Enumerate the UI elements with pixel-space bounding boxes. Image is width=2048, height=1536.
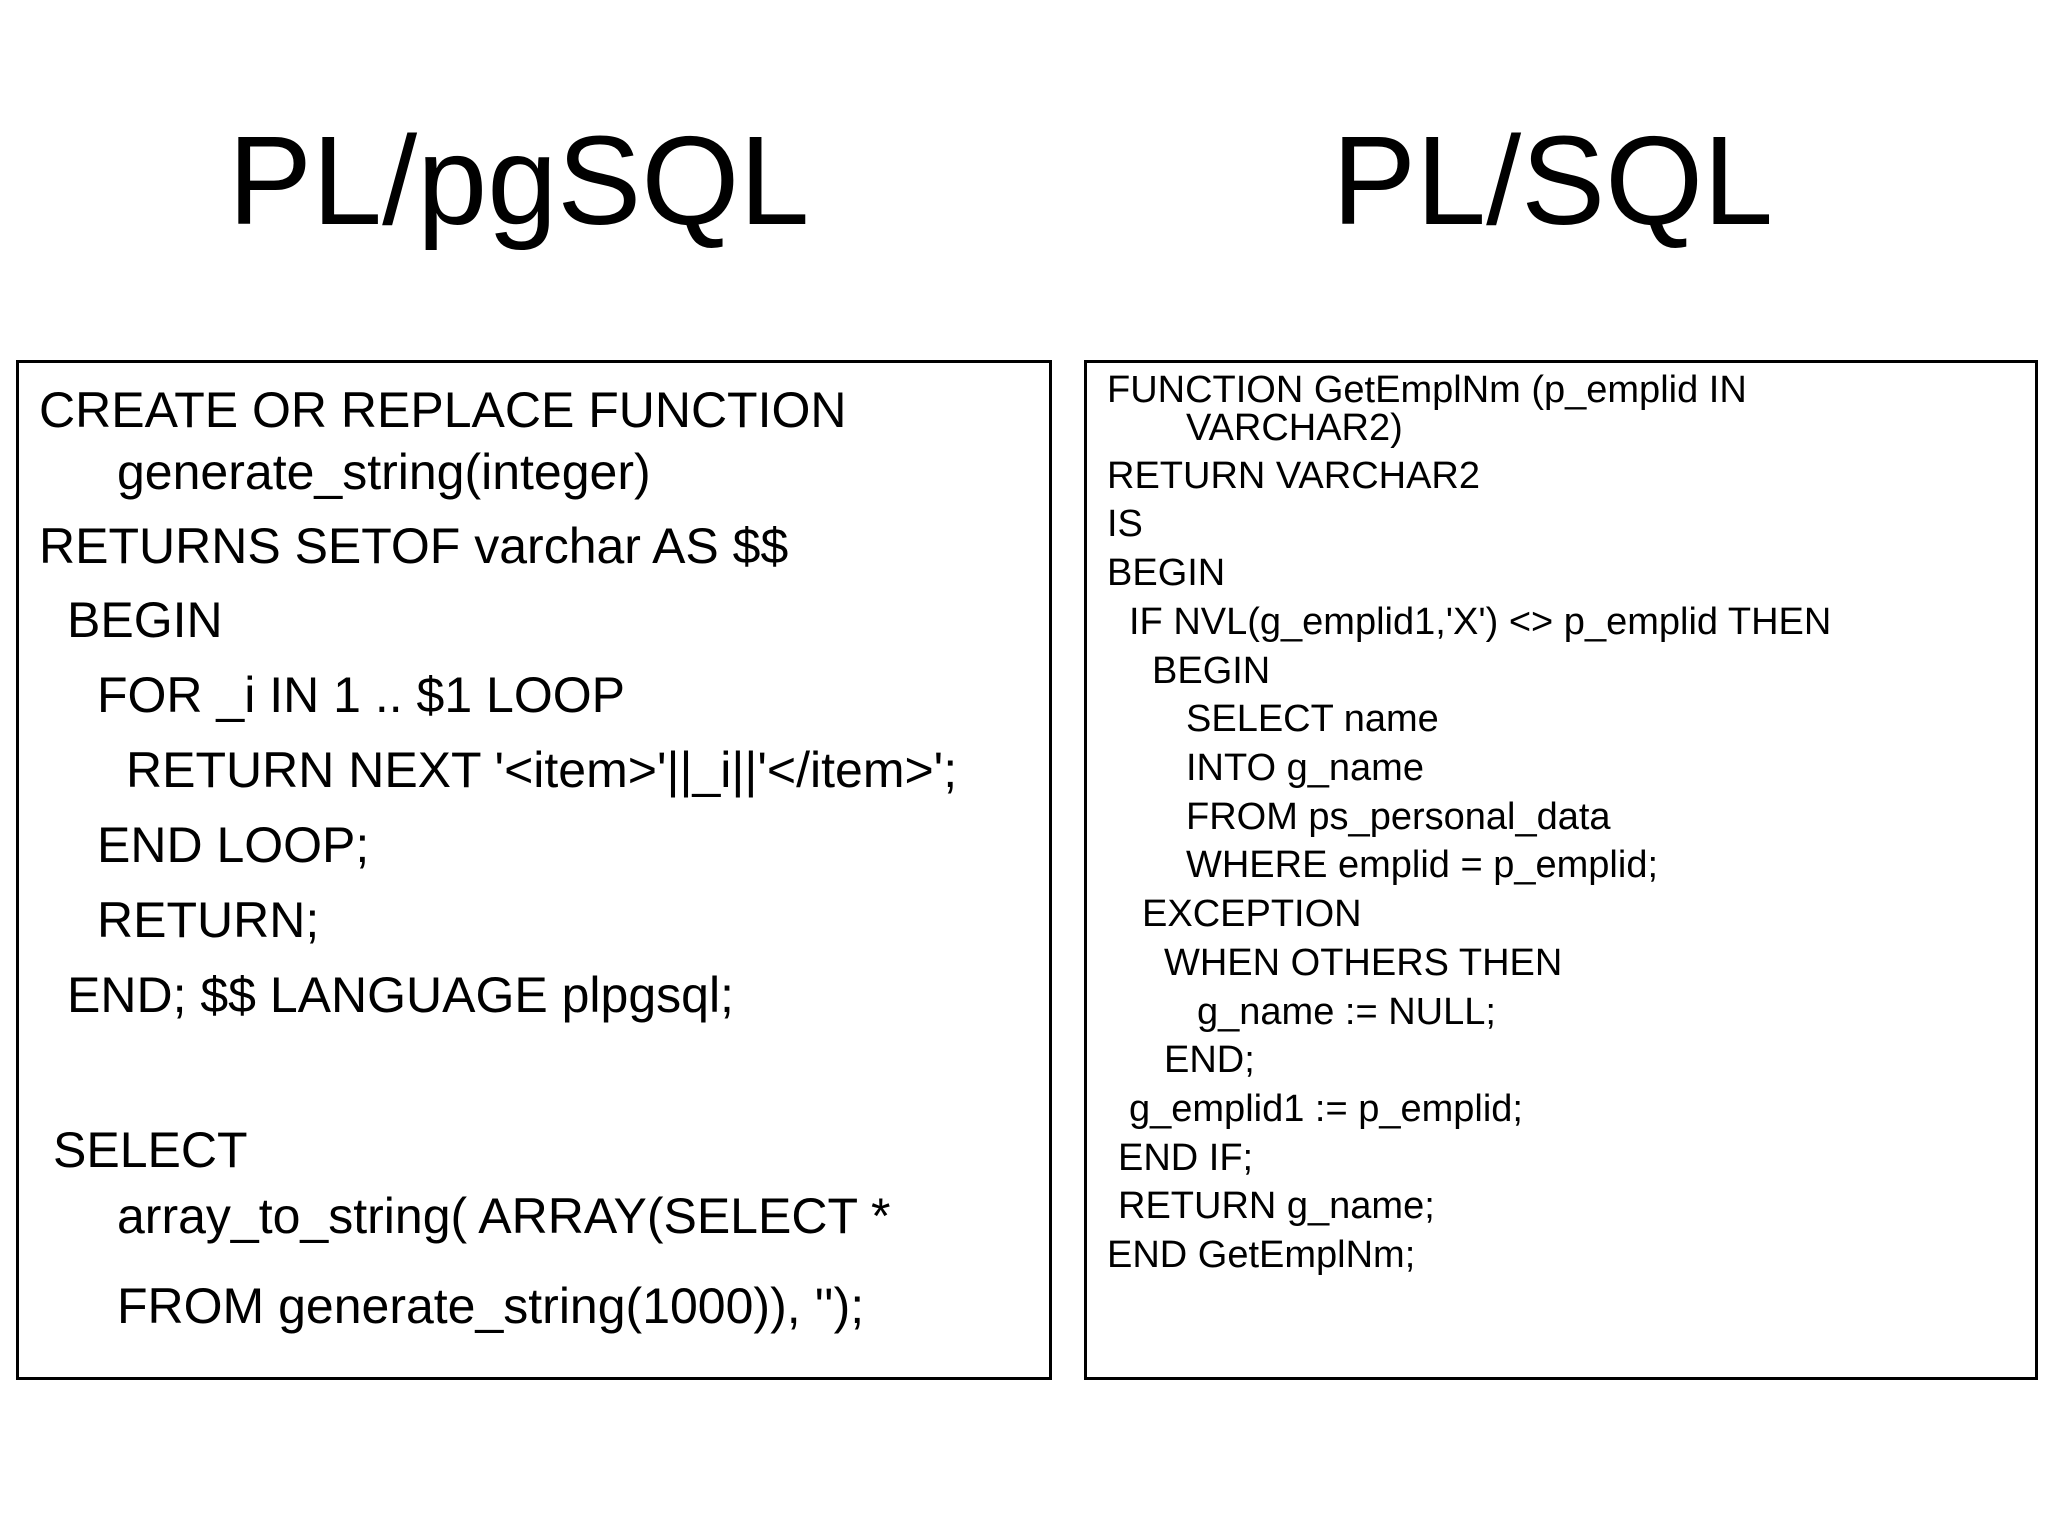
- code-line: VARCHAR2): [1186, 407, 1403, 449]
- code-line: END LOOP;: [97, 817, 370, 873]
- code-line: RETURN VARCHAR2: [1107, 455, 1481, 497]
- code-line: generate_string(integer): [117, 444, 651, 500]
- code-line: SELECT name: [1186, 698, 1439, 740]
- code-line: RETURN g_name;: [1118, 1185, 1435, 1227]
- code-line: BEGIN: [67, 592, 223, 648]
- code-line: g_name := NULL;: [1197, 991, 1496, 1033]
- code-line: IF NVL(g_emplid1,'X') <> p_emplid THEN: [1129, 601, 1832, 643]
- plpgsql-code-box: CREATE OR REPLACE FUNCTION generate_stri…: [16, 360, 1052, 1380]
- code-line: FROM generate_string(1000)), '');: [117, 1278, 865, 1334]
- title-plpgsql: PL/pgSQL: [228, 110, 810, 251]
- code-line: INTO g_name: [1186, 747, 1424, 789]
- code-line: g_emplid1 := p_emplid;: [1129, 1088, 1523, 1130]
- code-line: FROM ps_personal_data: [1186, 796, 1611, 838]
- title-plsql: PL/SQL: [1332, 110, 1774, 251]
- code-line: WHERE emplid = p_emplid;: [1186, 844, 1659, 886]
- code-line: RETURNS SETOF varchar AS $$: [39, 518, 789, 574]
- code-line: FOR _i IN 1 .. $1 LOOP: [97, 667, 625, 723]
- code-line: WHEN OTHERS THEN: [1164, 942, 1563, 984]
- code-line: RETURN;: [97, 892, 320, 948]
- code-line: FUNCTION GetEmplNm (p_emplid IN: [1107, 369, 1747, 411]
- code-line: END GetEmplNm;: [1107, 1234, 1416, 1276]
- code-line: END; $$ LANGUAGE plpgsql;: [67, 967, 734, 1023]
- code-line: CREATE OR REPLACE FUNCTION: [39, 382, 847, 438]
- plsql-code-box: FUNCTION GetEmplNm (p_emplid IN VARCHAR2…: [1084, 360, 2038, 1380]
- code-line: BEGIN: [1107, 552, 1226, 594]
- code-line: RETURN NEXT '<item>'||_i||'</item>';: [126, 742, 958, 798]
- code-line: END;: [1164, 1039, 1255, 1081]
- code-line: EXCEPTION: [1142, 893, 1362, 935]
- code-line: BEGIN: [1152, 650, 1271, 692]
- code-line: SELECT: [53, 1122, 248, 1178]
- code-line: array_to_string( ARRAY(SELECT *: [117, 1188, 891, 1244]
- code-line: IS: [1107, 503, 1143, 545]
- code-line: END IF;: [1118, 1137, 1254, 1179]
